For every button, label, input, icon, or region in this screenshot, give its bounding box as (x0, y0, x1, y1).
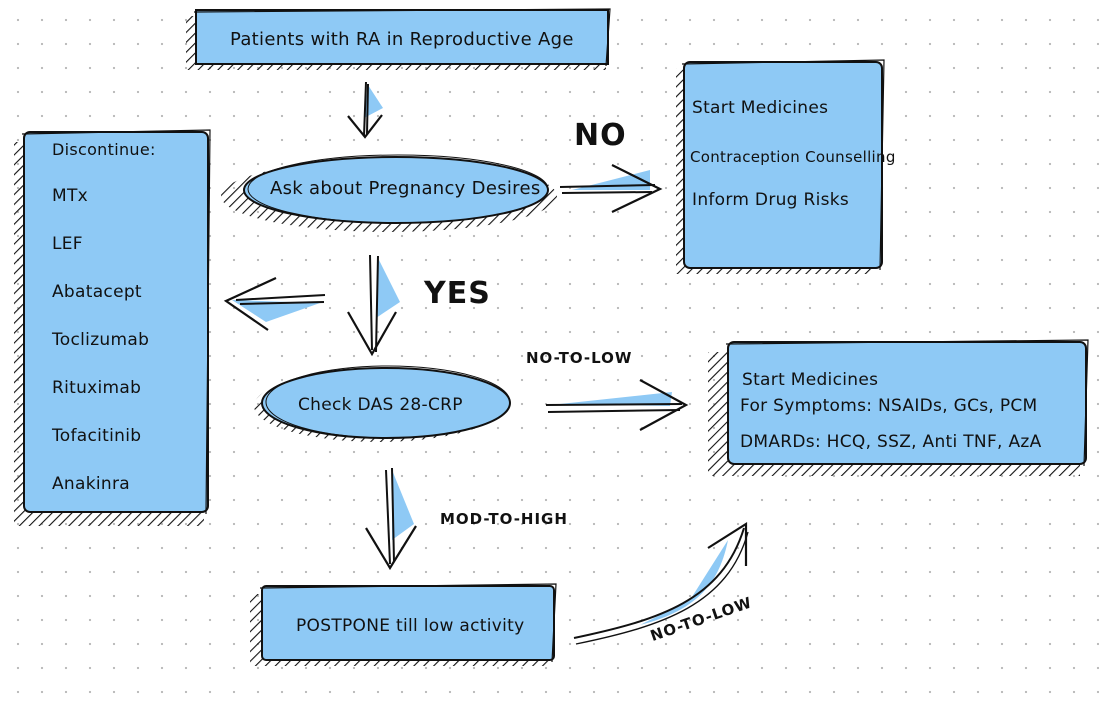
no-item-1: Start Medicines (692, 98, 829, 118)
drug-item: Abatacept (52, 282, 142, 302)
arrow-yes-down (347, 254, 400, 357)
treatment-line-1: Start Medicines (742, 370, 879, 390)
postpone-label: POSTPONE till low activity (296, 616, 525, 636)
arrow-top-to-ask (347, 81, 383, 139)
check-label: Check DAS 28-CRP (298, 395, 463, 415)
arrow-no (559, 164, 663, 213)
arrow-mod-to-high (365, 467, 417, 571)
top-box-title: Patients with RA in Reproductive Age (230, 29, 574, 50)
drug-item: Rituximab (52, 378, 142, 398)
no-box (676, 59, 885, 274)
arrow-no-to-low (545, 379, 689, 431)
treatment-line-2: For Symptoms: NSAIDs, GCs, PCM (740, 396, 1038, 416)
no-branch-label: NO (574, 118, 627, 153)
check-ellipse (254, 365, 511, 442)
mod-to-high-label: MOD-TO-HIGH (440, 510, 568, 528)
discontinue-heading: Discontinue: (52, 140, 156, 159)
drug-item: LEF (52, 234, 83, 254)
arrow-yes-left (223, 277, 326, 331)
arrow-curve-no-to-low (573, 522, 749, 645)
yes-branch-label: YES (424, 276, 491, 311)
drug-item: Anakinra (52, 474, 130, 494)
ask-label: Ask about Pregnancy Desires (270, 178, 541, 199)
drug-item: Toclizumab (52, 330, 150, 350)
no-to-low-label: NO-TO-LOW (526, 349, 633, 367)
treatment-box (708, 339, 1089, 476)
drug-item: MTx (52, 186, 89, 206)
ask-ellipse (221, 154, 557, 232)
discontinue-box (14, 129, 211, 526)
postpone-box (250, 583, 557, 666)
no-item-2: Contraception Counselling (690, 148, 896, 166)
treatment-line-3: DMARDs: HCQ, SSZ, Anti TNF, AzA (740, 432, 1042, 452)
no-item-3: Inform Drug Risks (692, 190, 850, 210)
drug-item: Tofacitinib (52, 426, 142, 446)
top-box (186, 8, 611, 70)
